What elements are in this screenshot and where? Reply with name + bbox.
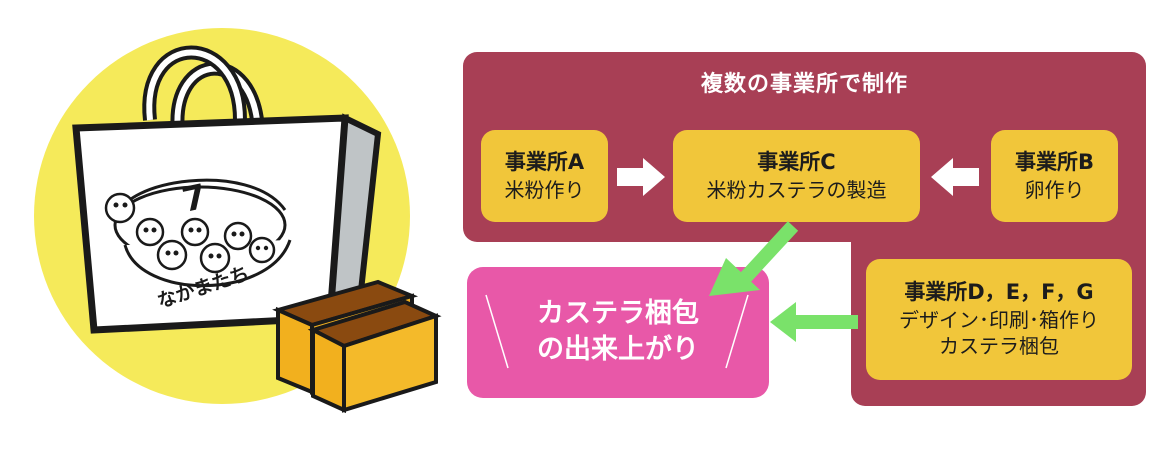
office-a-title: 事業所A xyxy=(504,149,585,174)
office-b-desc: 卵作り xyxy=(1024,177,1085,202)
result-text: カステラ梱包 の出来上がり xyxy=(467,296,769,367)
arrow-b-to-c-icon xyxy=(931,158,979,196)
arrow-a-to-c-icon xyxy=(617,158,665,196)
result-line1: カステラ梱包 xyxy=(537,298,699,329)
office-a-desc: 米粉作り xyxy=(504,177,585,202)
office-defg-box: 事業所D，E，F，G デザイン･印刷･箱作り カステラ梱包 xyxy=(866,259,1132,380)
office-b-box: 事業所B 卵作り xyxy=(991,130,1118,222)
illustration: 7 なかまたち xyxy=(34,28,442,414)
office-a-box: 事業所A 米粉作り xyxy=(481,130,608,222)
office-defg-title: 事業所D，E，F，G xyxy=(904,280,1094,305)
office-b-title: 事業所B xyxy=(1014,149,1094,174)
arrow-defg-to-result-icon xyxy=(770,302,858,342)
result-line2: の出来上がり xyxy=(537,333,699,365)
office-c-title: 事業所C xyxy=(757,149,836,174)
arrow-c-to-result-icon xyxy=(709,221,799,296)
castella-icon xyxy=(272,279,442,414)
panel-title: 複数の事業所で制作 xyxy=(700,72,908,97)
result-deco-right xyxy=(725,294,749,369)
office-c-desc: 米粉カステラの製造 xyxy=(706,177,887,202)
result-deco-left xyxy=(485,294,509,369)
office-defg-line1: デザイン･印刷･箱作り xyxy=(899,307,1099,332)
office-c-box: 事業所C 米粉カステラの製造 xyxy=(673,130,920,222)
office-defg-line2: カステラ梱包 xyxy=(939,334,1059,359)
